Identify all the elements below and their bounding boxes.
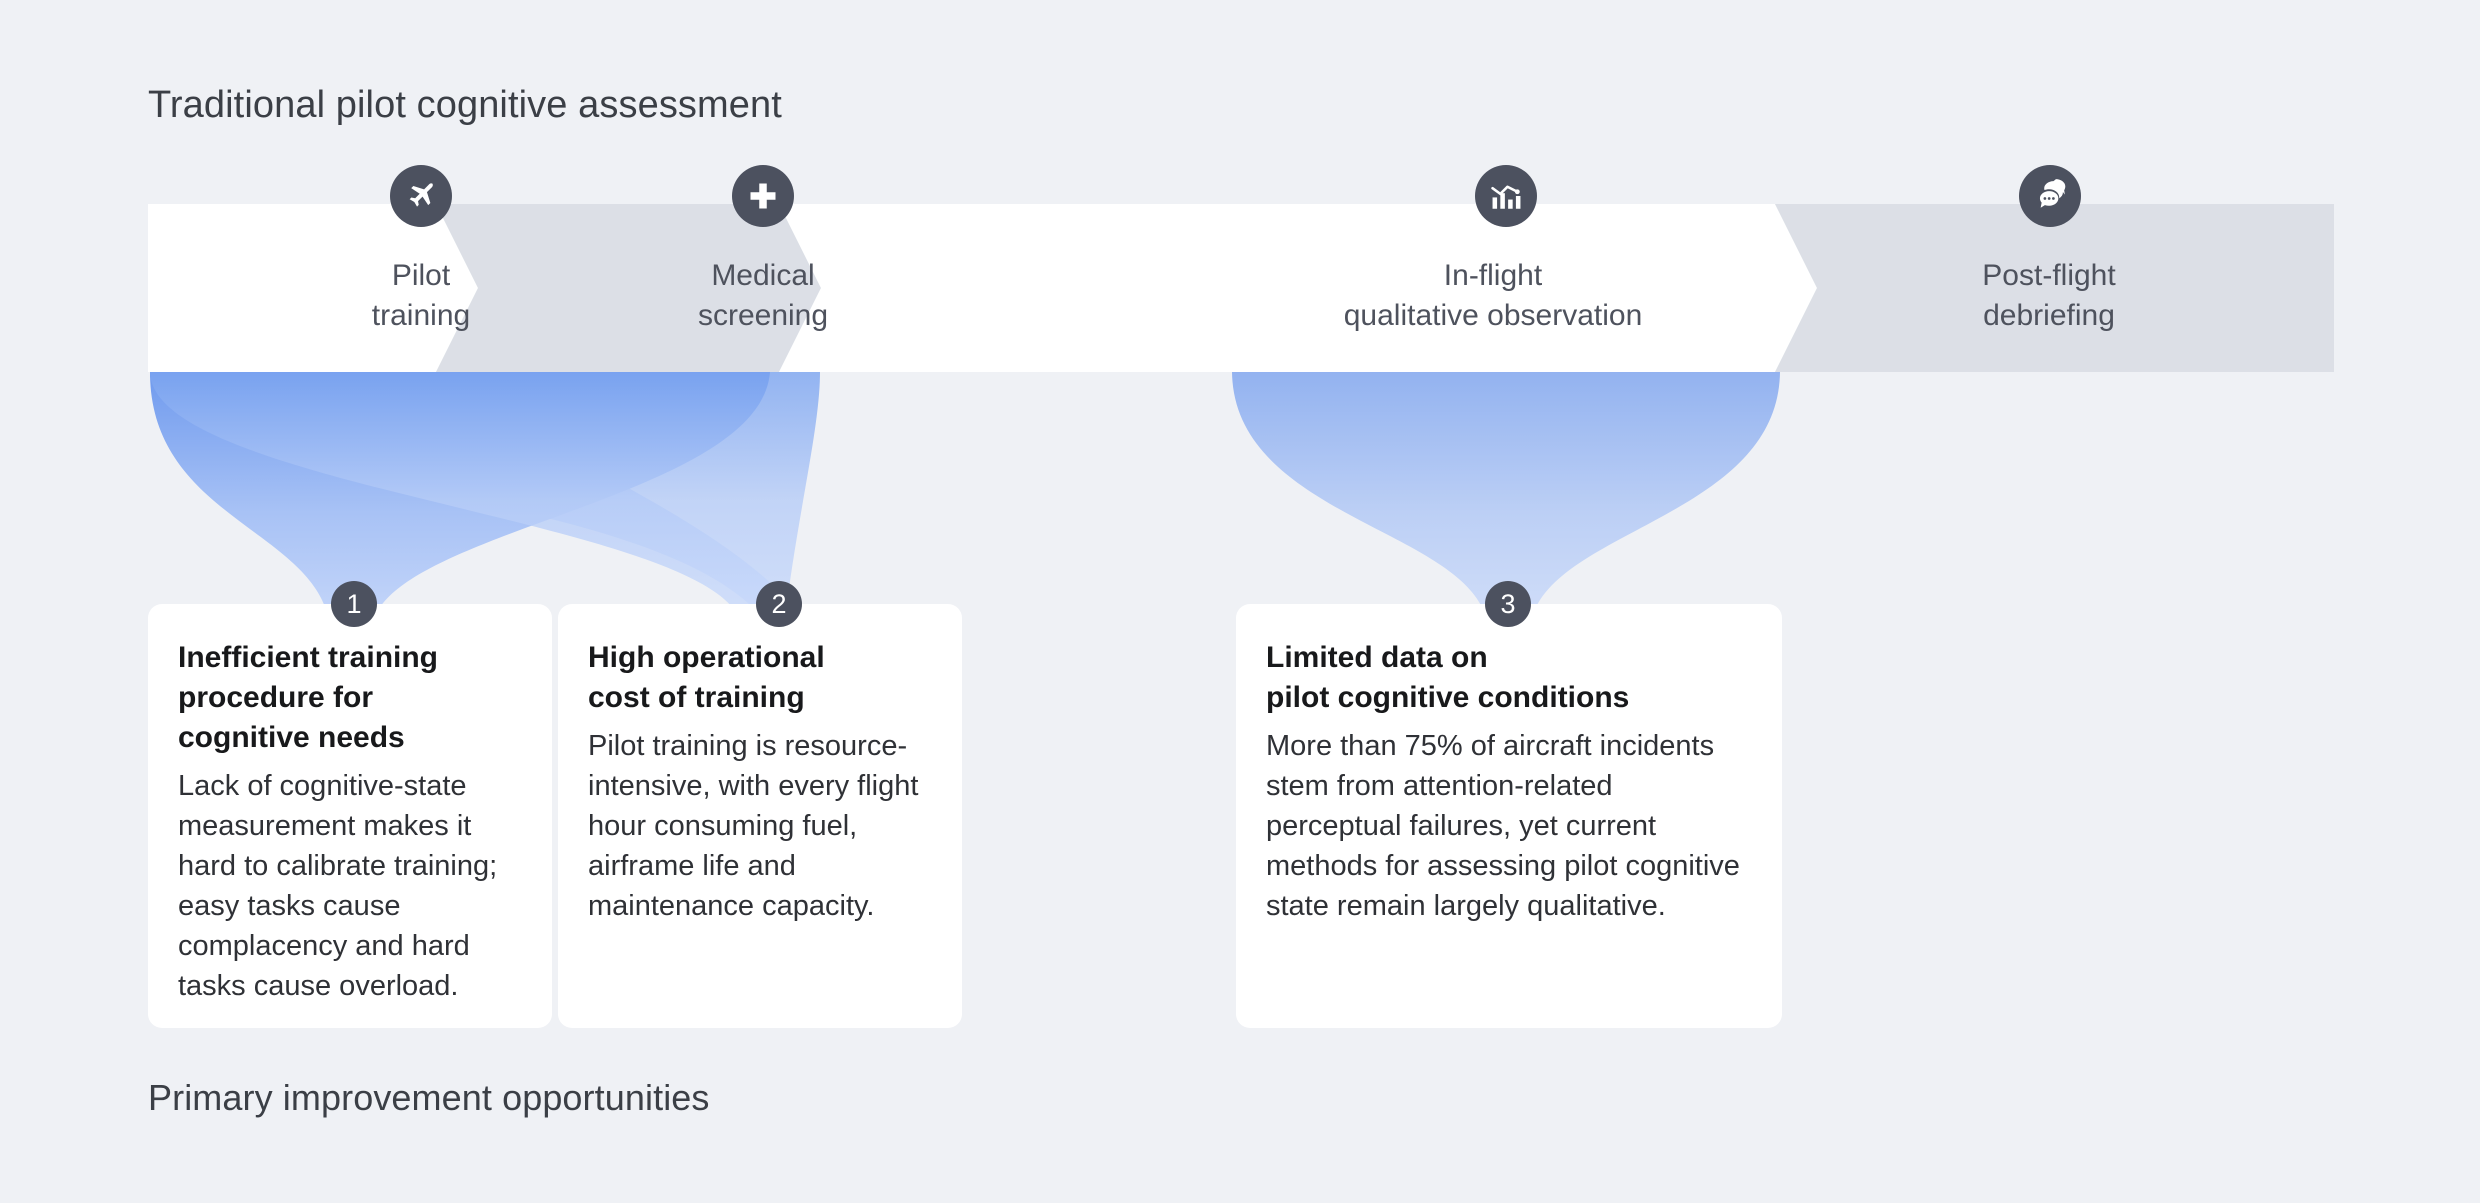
medical-cross-icon	[732, 165, 794, 227]
funnel-to-badge-2	[150, 372, 820, 628]
chevron-stage-3	[779, 204, 1817, 372]
chevron-stage-2	[436, 204, 821, 372]
stage-label-pilot-training: Pilot training	[371, 259, 471, 332]
section-title-opportunities: Primary improvement opportunities	[148, 1077, 710, 1118]
stage-label-medical-screening: Medical screening	[697, 259, 829, 332]
badge-2: 2	[756, 581, 802, 627]
opportunity-card-2[interactable]: High operational cost of training Pilot …	[558, 604, 962, 1028]
airplane-icon	[390, 165, 452, 227]
opportunity-card-2-title: High operational cost of training	[588, 641, 825, 714]
chevron-stage-4	[1775, 204, 2334, 372]
opportunity-card-1-title: Inefficient training procedure for cogni…	[178, 641, 439, 754]
stage-label-post-flight-debriefing: Post-flight debriefing	[1982, 259, 2116, 332]
process-chevron-band	[148, 204, 2334, 372]
chevron-stage-1	[148, 204, 478, 372]
funnel-to-badge-1	[150, 372, 770, 628]
chat-bubbles-icon	[2019, 165, 2081, 227]
badge-3: 3	[1485, 581, 1531, 627]
opportunity-card-1[interactable]: Inefficient training procedure for cogni…	[148, 604, 552, 1028]
opportunity-card-3-body: More than 75% of aircraft incidents stem…	[1266, 730, 1740, 922]
funnel-ribbon-to-2	[150, 372, 800, 615]
page-title: Traditional pilot cognitive assessment	[148, 84, 782, 126]
bar-chart-icon	[1475, 165, 1537, 227]
opportunity-card-2-body: Pilot training is resource-intensive, wi…	[588, 730, 919, 922]
opportunity-card-1-body: Lack of cognitive-state measurement make…	[178, 770, 498, 1002]
badge-1: 1	[331, 581, 377, 627]
opportunity-card-3-title: Limited data on pilot cognitive conditio…	[1266, 641, 1630, 714]
stage-label-in-flight-observation: In-flight qualitative observation	[1343, 259, 1643, 332]
opportunity-card-3[interactable]: Limited data on pilot cognitive conditio…	[1236, 604, 1782, 1028]
